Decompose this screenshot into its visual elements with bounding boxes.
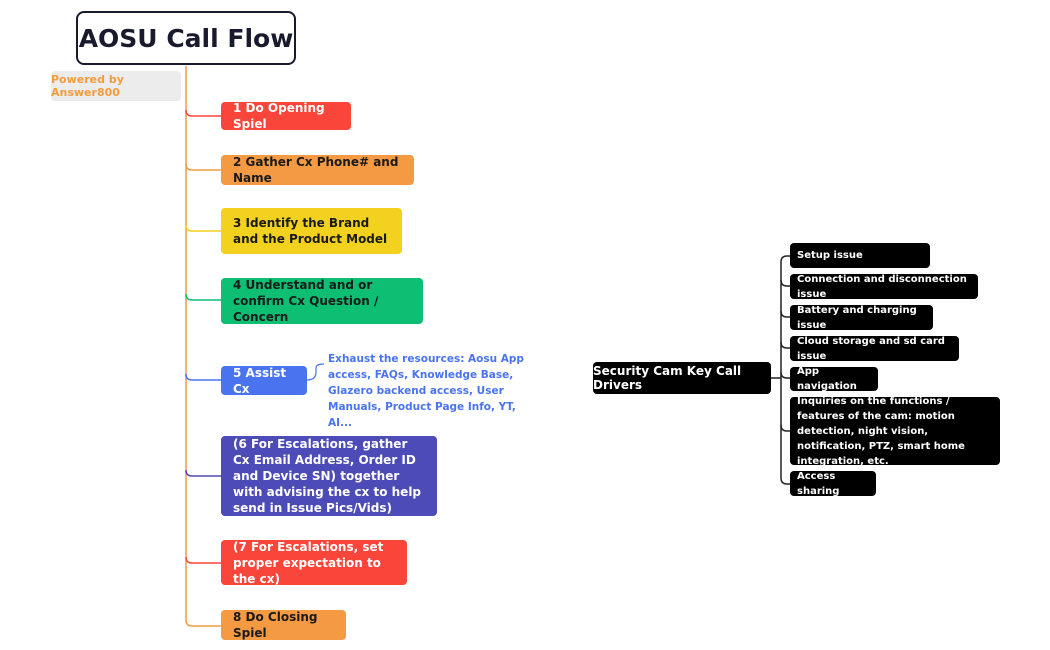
page-title: AOSU Call Flow (76, 11, 296, 65)
step-label: 8 Do Closing Spiel (233, 610, 318, 640)
driver-label: Inquiries on the functions / features of… (797, 395, 965, 467)
step-label: 4 Understand and or confirm Cx Question … (233, 278, 379, 324)
step-label: 5 Assist Cx (233, 365, 287, 396)
step-label: 1 Do Opening Spiel (233, 101, 325, 131)
driver-label: Battery and charging issue (797, 304, 917, 331)
step-4-understand-concern[interactable]: 4 Understand and or confirm Cx Question … (221, 278, 423, 324)
driver-label: App navigation (797, 366, 857, 392)
step-3-identify-brand[interactable]: 3 Identify the Brand and the Product Mod… (221, 208, 402, 254)
driver-connection-issue[interactable]: Connection and disconnection issue (790, 273, 978, 300)
powered-by-badge: Powered by Answer800 (51, 71, 181, 101)
step-6-escalation-gather[interactable]: (6 For Escalations, gather Cx Email Addr… (221, 436, 437, 516)
driver-battery-issue[interactable]: Battery and charging issue (790, 304, 933, 331)
step-8-closing-spiel[interactable]: 8 Do Closing Spiel (221, 610, 346, 640)
step-2-gather-info[interactable]: 2 Gather Cx Phone# and Name (221, 155, 414, 185)
step-7-escalation-expectation[interactable]: (7 For Escalations, set proper expectati… (221, 539, 407, 586)
driver-app-navigation[interactable]: App navigation (790, 366, 878, 392)
step-label: 3 Identify the Brand and the Product Mod… (233, 216, 388, 246)
assist-resources-note: Exhaust the resources: Aosu App access, … (328, 353, 524, 429)
driver-feature-inquiries[interactable]: Inquiries on the functions / features of… (790, 396, 1000, 467)
step-label: (7 For Escalations, set proper expectati… (233, 539, 384, 586)
step-1-opening-spiel[interactable]: 1 Do Opening Spiel (221, 101, 351, 131)
step-label: (6 For Escalations, gather Cx Email Addr… (233, 437, 422, 515)
step-label: 2 Gather Cx Phone# and Name (233, 155, 399, 185)
driver-setup-issue[interactable]: Setup issue (790, 243, 930, 268)
driver-label: Access sharing (797, 470, 840, 497)
driver-access-sharing[interactable]: Access sharing (790, 470, 876, 497)
step-5-assist-cx[interactable]: 5 Assist Cx (221, 365, 307, 396)
driver-label: Connection and disconnection issue (797, 273, 967, 300)
key-call-drivers-root[interactable]: Security Cam Key Call Drivers (593, 362, 771, 394)
driver-cloud-storage-issue[interactable]: Cloud storage and sd card issue (790, 335, 959, 362)
driver-label: Cloud storage and sd card issue (797, 335, 945, 362)
driver-label: Setup issue (797, 250, 863, 261)
